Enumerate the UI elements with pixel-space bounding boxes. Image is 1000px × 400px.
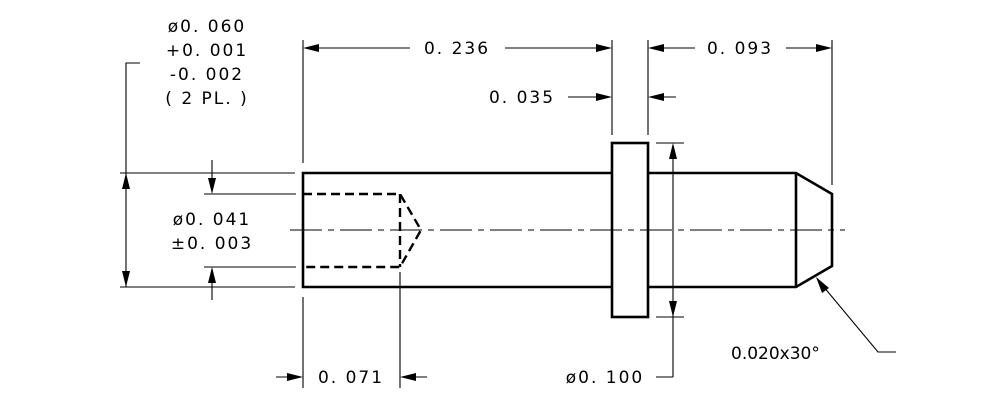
dim-shank-length: 0. 093 [648,39,832,59]
extension-lines [120,40,833,388]
dim-collar-diameter-text: ø0. 100 [566,368,644,388]
dim-drill-depth: 0. 071 [276,368,427,388]
dim-collar-diameter: ø0. 100 [566,143,677,388]
dim-bore-diameter-line-2: +0. 001 [166,41,248,61]
dim-body-diameter-line-2: ±0. 003 [171,234,253,254]
dim-bore-diameter-line-3: -0. 002 [170,65,244,85]
dim-collar-width-text: 0. 035 [489,88,555,108]
dim-overall-length: 0. 236 [303,39,612,59]
dim-body-diameter-line-1: ø0. 041 [173,210,251,230]
dim-shank-length-text: 0. 093 [707,39,773,59]
dim-overall-length-text: 0. 236 [424,39,490,59]
dim-bore-diameter-line-4: ( 2 PL. ) [165,89,248,109]
chamfer-leader: 0.020x30° [731,277,896,364]
dim-body-diameter: ø0. 041 ±0. 003 [171,160,296,300]
dim-bore-diameter-line-1: ø0. 060 [168,17,246,37]
dim-bore-diameter: ø0. 060 +0. 001 -0. 002 ( 2 PL. ) [122,17,248,287]
chamfer-note-text: 0.020x30° [731,344,820,364]
dim-collar-width: 0. 035 [489,88,676,108]
dim-drill-depth-text: 0. 071 [318,368,384,388]
